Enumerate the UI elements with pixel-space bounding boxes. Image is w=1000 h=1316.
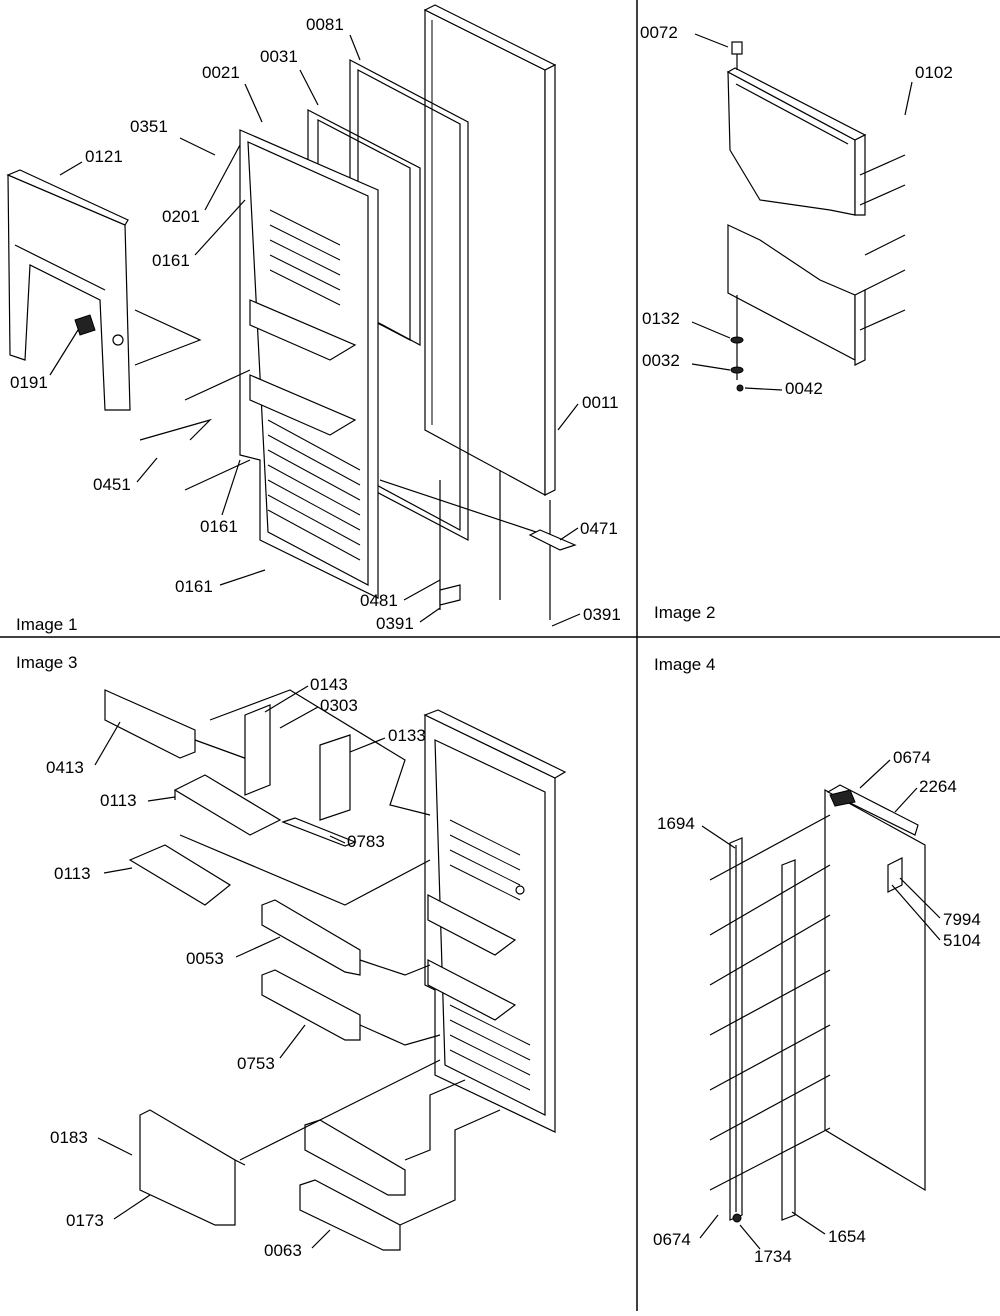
part-label: 0201: [162, 207, 200, 226]
dispenser-cover: [6, 169, 131, 411]
part-label: 0121: [85, 147, 123, 166]
part-label: 7994: [943, 910, 981, 929]
part-label: 0132: [642, 309, 680, 328]
freezer-door-top: [726, 67, 867, 216]
part-label: 0032: [642, 351, 680, 370]
part-label: 0072: [640, 23, 678, 42]
door-panel-4: [824, 788, 926, 1192]
part-label: 0391: [583, 605, 621, 624]
part-label: 0451: [93, 475, 131, 494]
part-label: 0303: [320, 696, 358, 715]
part-label: 0674: [653, 1230, 691, 1249]
bin-0063-lower: [299, 1179, 401, 1251]
panel-image-4: 0674 2264 1694 7994 5104 0674 1734 1654 …: [653, 655, 981, 1266]
part-label: 0391: [376, 614, 414, 633]
bin-0053: [261, 899, 361, 976]
hinge-pin: [730, 41, 744, 392]
shelf-0113-upper: [173, 774, 282, 836]
part-label: 0351: [130, 117, 168, 136]
part-label: 5104: [943, 931, 981, 950]
part-label: 1654: [828, 1227, 866, 1246]
screw-leaders: [859, 154, 906, 331]
bin-0173: [139, 1109, 246, 1226]
panel-image-3: 0143 0303 0133 0413 0113 0783 0113 0053 …: [16, 653, 567, 1260]
label-leaders: [699, 759, 941, 1250]
part-label: 0753: [237, 1054, 275, 1073]
door-liner-assembly: [423, 709, 567, 1133]
screw-leaders: [709, 814, 831, 1191]
handle-1694: [729, 837, 796, 1223]
part-label: 0161: [175, 577, 213, 596]
part-label: 0113: [100, 791, 137, 810]
part-label: 0011: [582, 393, 619, 412]
part-label: 1734: [754, 1247, 792, 1266]
part-label: 0191: [10, 373, 48, 392]
panel-title: Image 1: [16, 615, 77, 634]
part-label: 0674: [893, 748, 931, 767]
part-label: 0113: [54, 864, 91, 883]
part-label: 0161: [200, 517, 238, 536]
part-label: 0413: [46, 758, 84, 777]
part-label: 0021: [202, 63, 240, 82]
assembly-leaders: [179, 689, 501, 1226]
label-leaders: [49, 34, 581, 627]
bracket-0143: [244, 704, 271, 796]
part-label: 0471: [580, 519, 618, 538]
part-label: 0481: [360, 591, 398, 610]
top-cap-2264: [826, 784, 919, 836]
label-leaders: [691, 33, 913, 391]
part-label: 0161: [152, 251, 190, 270]
bracket-0133: [319, 734, 351, 821]
inner-door-liner: [239, 129, 379, 599]
part-label: 0063: [264, 1241, 302, 1260]
panel-image-1: 0081 0021 0031 0351 0121 0201 0161 0191 …: [6, 4, 621, 634]
part-label: 0053: [186, 949, 224, 968]
part-label: 0783: [347, 832, 385, 851]
part-label: 0102: [915, 63, 953, 82]
wire-leaders: [134, 309, 577, 620]
shelf-0113-lower: [128, 844, 232, 906]
part-label: 0081: [306, 15, 344, 34]
label-leaders: [94, 685, 386, 1249]
part-label: 2264: [919, 777, 957, 796]
panel-title: Image 4: [654, 655, 715, 674]
part-label: 0042: [785, 379, 823, 398]
part-label: 0031: [260, 47, 298, 66]
bar-0783: [281, 817, 357, 847]
part-label: 0183: [50, 1128, 88, 1147]
bin-0753: [261, 969, 361, 1041]
part-label: 1694: [657, 814, 695, 833]
part-label: 0173: [66, 1211, 104, 1230]
panel-image-2: 0072 0102 0132 0032 0042 Image 2: [640, 23, 953, 622]
part-label: 0133: [388, 726, 426, 745]
trim-bar-0413: [104, 689, 251, 761]
freezer-door-bottom: [727, 224, 866, 366]
outer-door-panel: [423, 4, 557, 497]
label-5104: [887, 857, 903, 893]
panel-title: Image 3: [16, 653, 77, 672]
part-label: 0143: [310, 675, 348, 694]
panel-title: Image 2: [654, 603, 715, 622]
